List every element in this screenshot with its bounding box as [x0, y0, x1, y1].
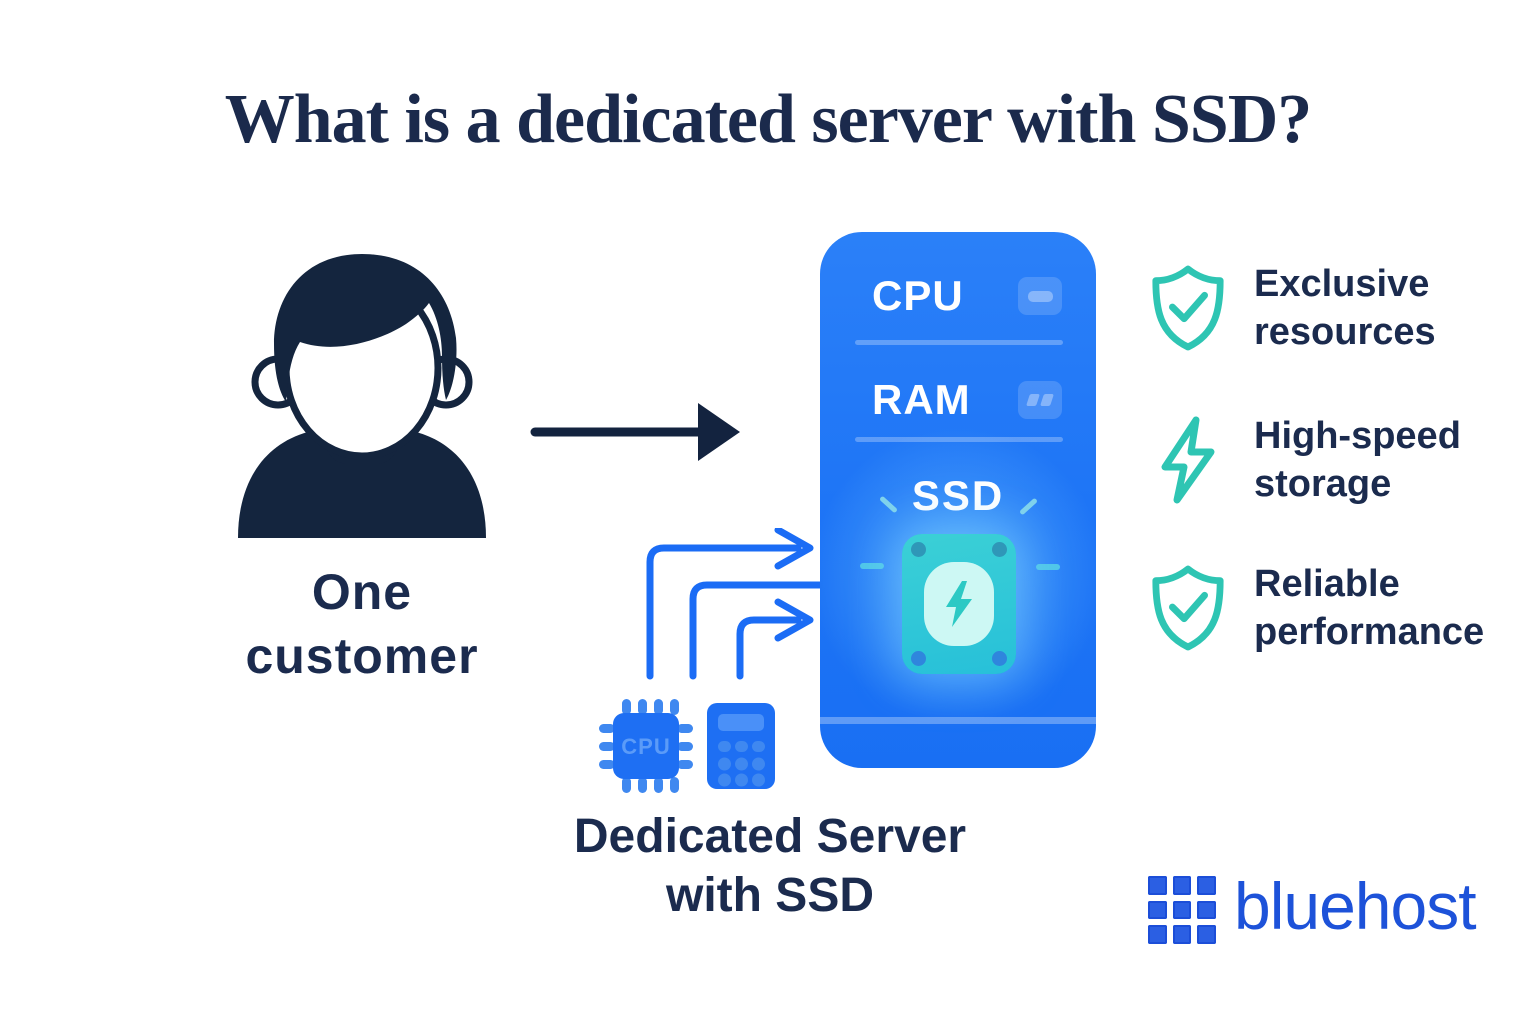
server-ram-label: RAM: [872, 376, 971, 423]
benefit-text: Exclusive resources: [1254, 260, 1436, 356]
ssd-drive-core: [924, 562, 994, 646]
benefit-line2: resources: [1254, 311, 1436, 353]
right-arrow-icon: [530, 403, 740, 461]
benefit-line2: performance: [1254, 611, 1485, 653]
benefit-line1: Reliable: [1254, 563, 1400, 605]
sparkle-icon: [1036, 564, 1060, 570]
bluehost-logo-mark-icon: [1148, 876, 1216, 944]
dedicated-server-label: Dedicated Server with SSD: [518, 808, 1022, 925]
server-ssd-label: SSD: [911, 472, 1005, 519]
ssd-drive-icon: [902, 534, 1016, 674]
server-cpu-row: CPU: [872, 266, 1062, 326]
server-bottom-stripe: [820, 717, 1096, 724]
shield-check-icon: [1148, 563, 1228, 653]
benefit-line1: High-speed: [1254, 415, 1461, 457]
lightning-bolt-icon: [946, 581, 972, 627]
bluehost-logo: bluehost: [1148, 869, 1477, 948]
calculator-icon: [707, 703, 775, 789]
benefit-line2: storage: [1254, 463, 1392, 505]
sparkle-icon: [860, 563, 884, 569]
chip-cpu-label: CPU: [621, 734, 670, 759]
benefit-line1: Exclusive: [1254, 263, 1430, 305]
server-cpu-label: CPU: [872, 272, 964, 319]
cpu-tile-icon: [1018, 277, 1062, 315]
screw-icon: [911, 651, 926, 666]
lightning-icon: [1148, 416, 1228, 504]
cpu-chip-icon: CPU: [599, 699, 693, 793]
benefit-exclusive-resources: Exclusive resources: [1148, 260, 1436, 356]
dedicated-server-label-line2: with SSD: [665, 868, 874, 922]
flow-arrows-icon: [646, 528, 835, 680]
screw-icon: [992, 542, 1007, 557]
server-ram-row: RAM: [872, 370, 1062, 430]
benefit-text: High-speed storage: [1254, 412, 1461, 508]
ram-tile-icon: [1018, 381, 1062, 419]
customer-label-line2: customer: [245, 628, 479, 684]
screw-icon: [911, 542, 926, 557]
customer-label-line1: One: [311, 564, 413, 620]
server-divider: [855, 437, 1063, 442]
dedicated-server-label-line1: Dedicated Server: [573, 810, 967, 863]
bluehost-logo-text: bluehost: [1234, 869, 1477, 943]
customer-avatar-icon: [238, 254, 486, 538]
page-title: What is a dedicated server with SSD?: [224, 81, 1313, 158]
customer-label: One customer: [200, 560, 524, 688]
server-divider: [855, 340, 1063, 345]
screw-icon: [992, 651, 1007, 666]
benefit-reliable-performance: Reliable performance: [1148, 560, 1484, 656]
shield-check-icon: [1148, 263, 1228, 353]
dedicated-server-illustration: CPU RAM SSD: [820, 232, 1096, 768]
benefit-text: Reliable performance: [1254, 560, 1484, 656]
benefit-high-speed-storage: High-speed storage: [1148, 412, 1461, 508]
